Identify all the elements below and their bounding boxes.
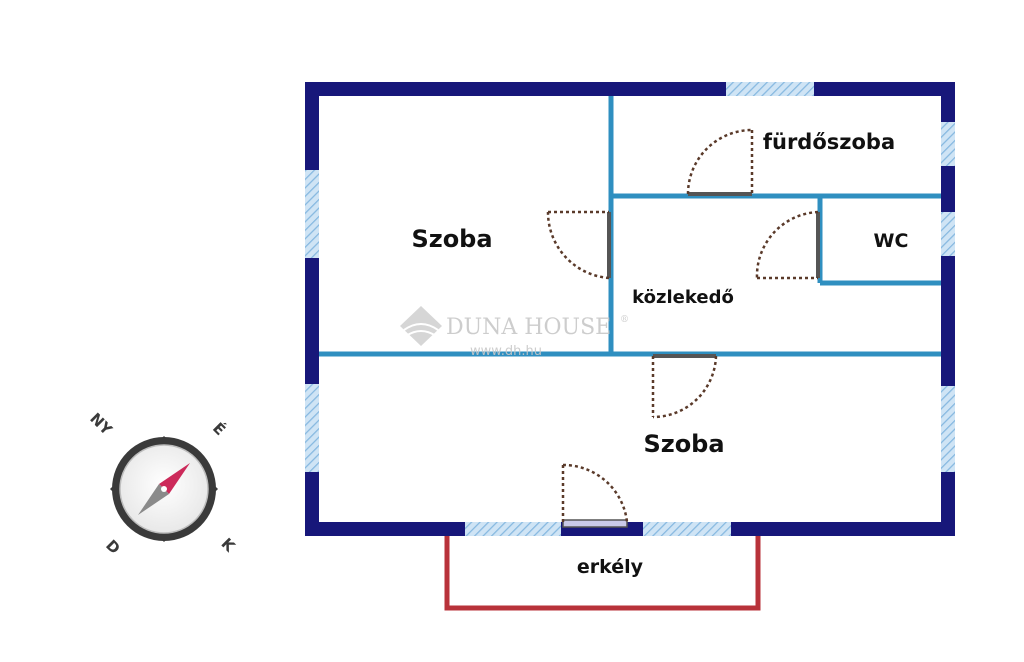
window-left-top [305,170,319,258]
room-label-szoba-bottom: Szoba [643,430,724,458]
room-label-szoba-top: Szoba [411,225,492,253]
door-balcony [561,463,629,528]
window-top [726,82,814,96]
compass: NY É D K [86,409,239,557]
door-wc [755,210,820,280]
window-bottom-left [465,522,561,536]
duna-house-logo-icon [400,306,442,346]
room-label-furdoszoba: fürdőszoba [763,130,895,154]
window-right-wc [941,212,955,256]
compass-rose-icon [110,436,218,542]
watermark: DUNA HOUSE ® www.dh.hu [400,306,629,359]
watermark-registered: ® [620,315,629,325]
room-label-erkely: erkély [577,556,644,578]
watermark-brand: DUNA HOUSE [446,315,611,340]
door-bathroom [686,128,754,196]
window-left-bottom [305,384,319,472]
compass-label-d: D [102,536,124,558]
door-bottom-room [651,354,718,419]
room-label-wc: WC [874,230,909,252]
door-top-room [546,210,611,280]
watermark-url: www.dh.hu [470,344,542,359]
windows [305,82,955,536]
window-right-bottom [941,386,955,472]
room-label-kozlekedo: közlekedő [632,287,734,308]
compass-label-k: K [218,535,240,557]
balcony-railing [444,532,761,611]
compass-label-ny: NY [86,409,116,439]
compass-needle-north-icon [159,463,190,494]
window-bottom-right [643,522,731,536]
compass-needle-south-icon [138,484,169,515]
window-right-bath [941,122,955,166]
compass-label-e: É [209,418,230,439]
